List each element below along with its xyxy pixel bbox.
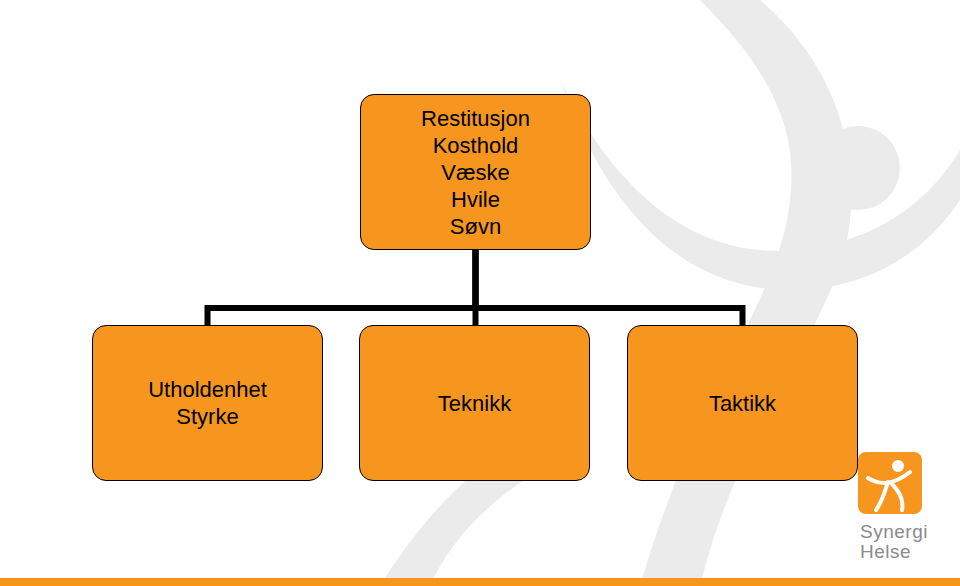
process-box: UtholdenhetStyrke [92,325,323,481]
box-text: Utholdenhet [148,376,267,403]
box-text: Restitusjon [421,105,530,132]
process-box: Taktikk [627,325,858,481]
logo-icon [858,452,922,514]
footer-bar [0,578,960,586]
tree-connector [208,250,476,325]
box-text: Kosthold [433,132,519,159]
process-box: RestitusjonKostholdVæskeHvileSøvn [360,94,591,250]
box-text: Styrke [176,403,238,430]
process-box: Teknikk [359,325,590,481]
box-text: Teknikk [438,390,511,417]
box-text: Søvn [450,213,501,240]
box-text: Væske [441,159,509,186]
watermark-figure [380,0,960,586]
tree-connector [476,250,743,325]
box-text: Taktikk [709,390,776,417]
logo-text: Synergi [860,522,928,542]
box-text: Hvile [451,186,500,213]
logo-text: Helse [860,542,911,562]
